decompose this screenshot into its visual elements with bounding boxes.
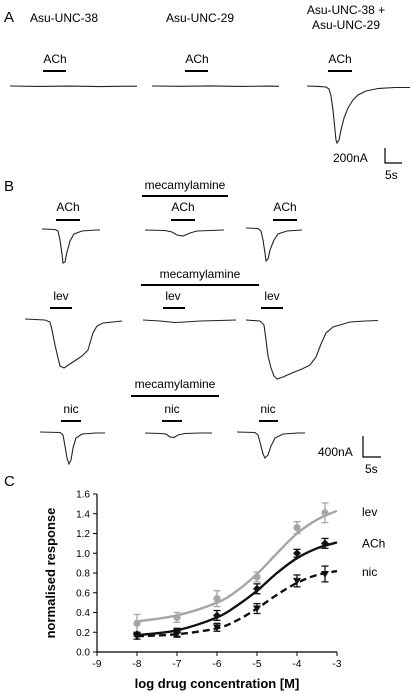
data-point-nic [293,577,301,585]
data-point-ach [213,611,221,620]
series-label-ach: ACh [362,536,385,550]
y-tick-label: 0.6 [76,588,90,599]
data-point-lev [321,509,329,517]
x-tick-label: -4 [293,659,302,670]
scale-bar-b [362,436,381,458]
x-tick-label: -3 [333,659,342,670]
drug-label-ach-b3: ACh [273,200,296,214]
data-point-nic [173,630,181,638]
trace-b-lev-mecamylamine [142,319,237,324]
drug-label-ach-a2: ACh [185,52,208,66]
y-tick-label: 1.0 [76,549,90,560]
trace-a-unc38 [9,85,138,88]
drug-label-ach-a1: ACh [43,52,66,66]
dose-response-chart: -9 -8 -7 -6 -5 -4 -3 0.0 0.2 0.4 0.6 0.8 1.0 1.2 1.4 1.… [43,490,385,692]
drug-label-nic-b2: nic [164,402,179,416]
data-point-lev [213,595,221,603]
drug-label-lev-b1: lev [53,289,68,303]
title-asu-unc-29: Asu-UNC-29 [166,11,234,25]
title-asu-unc-29-second: Asu-UNC-29 [312,18,380,32]
data-point-nic [253,605,261,613]
trace-b-nic-mecamylamine [144,432,212,439]
drug-label-ach-b1: ACh [56,200,79,214]
y-tick-label: 0.4 [76,608,90,619]
series-label-lev: lev [362,505,377,519]
drug-label-lev-b2: lev [165,289,180,303]
data-point-nic [133,633,141,641]
drug-label-nic-b1: nic [63,402,78,416]
data-point-ach [253,584,261,593]
trace-a-unc29 [151,85,280,87]
series-label-nic: nic [362,565,377,579]
panel-a-label: A [4,9,14,26]
y-tick-label: 1.2 [76,529,90,540]
x-tick-label: -6 [213,659,222,670]
scale-bar-a [384,148,402,164]
y-tick-label: 0.8 [76,569,90,580]
panel-b-label: B [4,178,14,195]
scale-current-b: 400nA [318,445,353,459]
y-tick-label: 0.0 [76,648,90,659]
drug-label-ach-b2: ACh [171,200,194,214]
trace-b-nic-washout [236,431,305,459]
trace-b-lev-washout [245,319,379,380]
drug-label-ach-a3: ACh [328,52,351,66]
data-point-lev [253,573,261,581]
trace-b-ach-mecamylamine [144,229,225,237]
trace-b-lev-control [24,318,123,369]
blocker-label-row1: mecamylamine [145,178,226,192]
trace-b-ach-control [41,228,100,264]
data-point-lev [133,619,141,627]
x-tick-label: -5 [253,659,262,670]
drug-label-nic-b3: nic [260,402,275,416]
x-axis-title: log drug concentration [M] [135,676,300,691]
trace-b-nic-control [39,431,105,466]
drug-label-lev-b3: lev [264,289,279,303]
fit-curve-nic [136,569,338,638]
title-asu-unc-38: Asu-UNC-38 [30,11,98,25]
data-point-lev [173,613,181,622]
scale-current-a: 200nA [333,151,368,165]
scale-time-b: 5s [365,462,378,476]
data-point-nic [213,624,221,632]
y-tick-label: 0.2 [76,628,90,639]
data-point-lev [293,523,301,532]
blocker-label-row2: mecamylamine [160,267,241,281]
panel-c-label: C [4,473,15,490]
data-point-ach [293,549,301,558]
y-tick-label: 1.6 [76,490,90,501]
trace-a-combined [306,85,410,145]
data-point-nic [321,570,329,578]
x-tick-label: -7 [173,659,182,670]
data-point-ach [321,539,329,548]
trace-b-ach-washout [245,227,303,263]
y-tick-label: 1.4 [76,509,90,520]
x-tick-label: -8 [133,659,142,670]
x-tick-label: -9 [93,659,102,670]
title-asu-unc-38-plus: Asu-UNC-38 + [307,3,385,17]
y-axis-title: normalised response [43,508,58,639]
scale-time-a: 5s [385,168,398,182]
blocker-label-row3: mecamylamine [135,377,216,391]
